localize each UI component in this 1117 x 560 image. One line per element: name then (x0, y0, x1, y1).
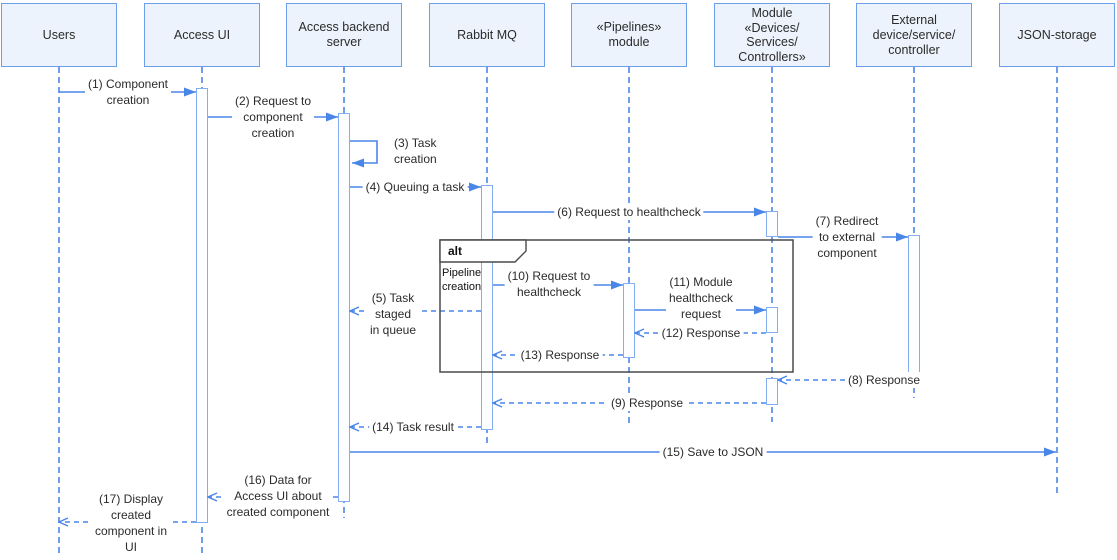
activation-bar-module-dsc-2 (766, 307, 778, 333)
actor-label: Rabbit MQ (457, 27, 517, 42)
message-10-label: (10) Request to healthcheck (504, 268, 594, 300)
message-13-label: (13) Response (517, 347, 603, 363)
message-15-label: (15) Save to JSON (659, 444, 767, 460)
message-16-label: (16) Data for Access UI about created co… (223, 472, 333, 520)
actor-box-rabbitmq: Rabbit MQ (429, 3, 545, 67)
actor-box-backend: Access backend server (286, 3, 402, 67)
alt-guard-label: Pipeline creation (442, 266, 482, 294)
message-17-label: (17) Display created component in UI (91, 491, 171, 555)
actor-label: JSON-storage (1017, 27, 1097, 42)
actor-label: Users (42, 27, 76, 42)
message-7-label: (7) Redirect to external component (812, 213, 882, 261)
message-11-label: (11) Module healthcheck request (665, 274, 737, 322)
message-1-label: (1) Component creation (84, 76, 172, 108)
message-14-label: (14) Task result (369, 419, 457, 435)
activation-bar-pipelines (623, 283, 635, 358)
actor-label: Module «Devices/ Services/ Controllers» (738, 6, 806, 64)
message-12-label: (12) Response (658, 325, 744, 341)
actor-label: Access UI (173, 27, 231, 42)
actor-label: Access backend server (298, 20, 390, 49)
message-6-label: (6) Request to healthcheck (554, 204, 704, 220)
message-2-label: (2) Request to component creation (231, 93, 315, 141)
alt-fragment-pentagon (439, 239, 527, 263)
actor-box-access-ui: Access UI (144, 3, 260, 67)
actor-label: «Pipelines» module (596, 20, 662, 49)
activation-bar-access-ui (196, 88, 208, 523)
message-8-label: (8) Response (844, 372, 924, 388)
message-5-label: (5) Task staged in queue (366, 290, 420, 338)
message-3-label: (3) Task creation (391, 135, 440, 167)
actor-label: External device/service/ controller (872, 12, 956, 57)
activation-bar-module-dsc-1 (766, 211, 778, 237)
actor-box-users: Users (1, 3, 117, 67)
actor-box-module-dsc: Module «Devices/ Services/ Controllers» (714, 3, 830, 67)
alt-fragment-frame (439, 239, 794, 373)
activation-bar-module-dsc-3 (766, 378, 778, 405)
message-9-label: (9) Response (607, 395, 687, 411)
actor-box-json-storage: JSON-storage (999, 3, 1115, 67)
alt-operator-label: alt (448, 244, 463, 258)
actor-box-external: External device/service/ controller (856, 3, 972, 67)
message-4-label: (4) Queuing a task (362, 179, 468, 195)
message-3-self-arrow (350, 140, 378, 168)
actor-box-pipelines: «Pipelines» module (571, 3, 687, 67)
